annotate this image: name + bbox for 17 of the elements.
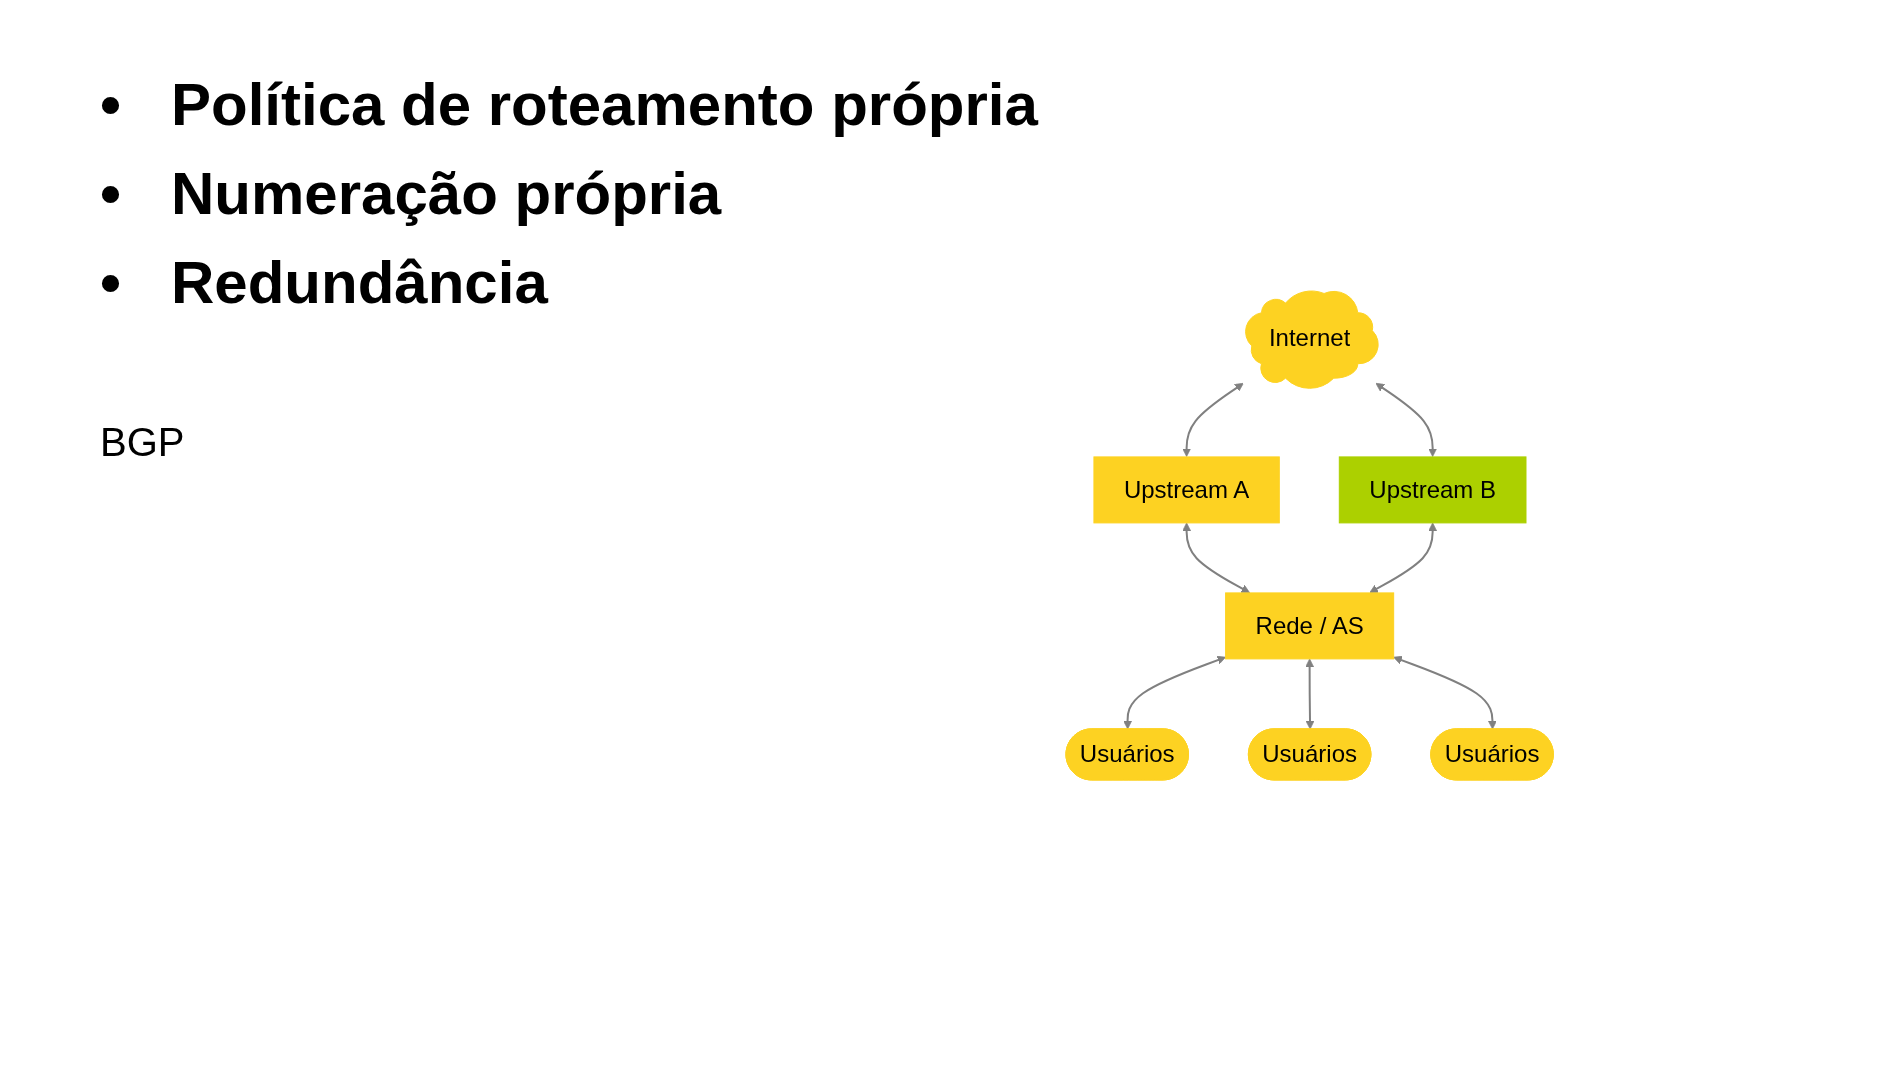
arrow — [1369, 522, 1438, 593]
bullet-marker: • — [100, 70, 121, 139]
node-box: Upstream B — [1339, 455, 1527, 523]
bullet-text: Numeração própria — [171, 159, 722, 228]
arrow — [1182, 382, 1245, 457]
arrow — [1182, 522, 1251, 593]
node-box: Rede / AS — [1225, 591, 1395, 659]
bullet-marker: • — [100, 248, 121, 317]
protocol-note: BGP — [100, 420, 185, 465]
arrow — [1375, 382, 1438, 457]
bullet-text: Política de roteamento própria — [171, 70, 1038, 139]
arrow — [1305, 658, 1315, 729]
bullet-marker: • — [100, 159, 121, 228]
arrow — [1393, 655, 1498, 729]
node-box: Upstream A — [1093, 455, 1281, 523]
arrow — [1123, 655, 1227, 729]
bullet-text: Redundância — [171, 248, 548, 317]
